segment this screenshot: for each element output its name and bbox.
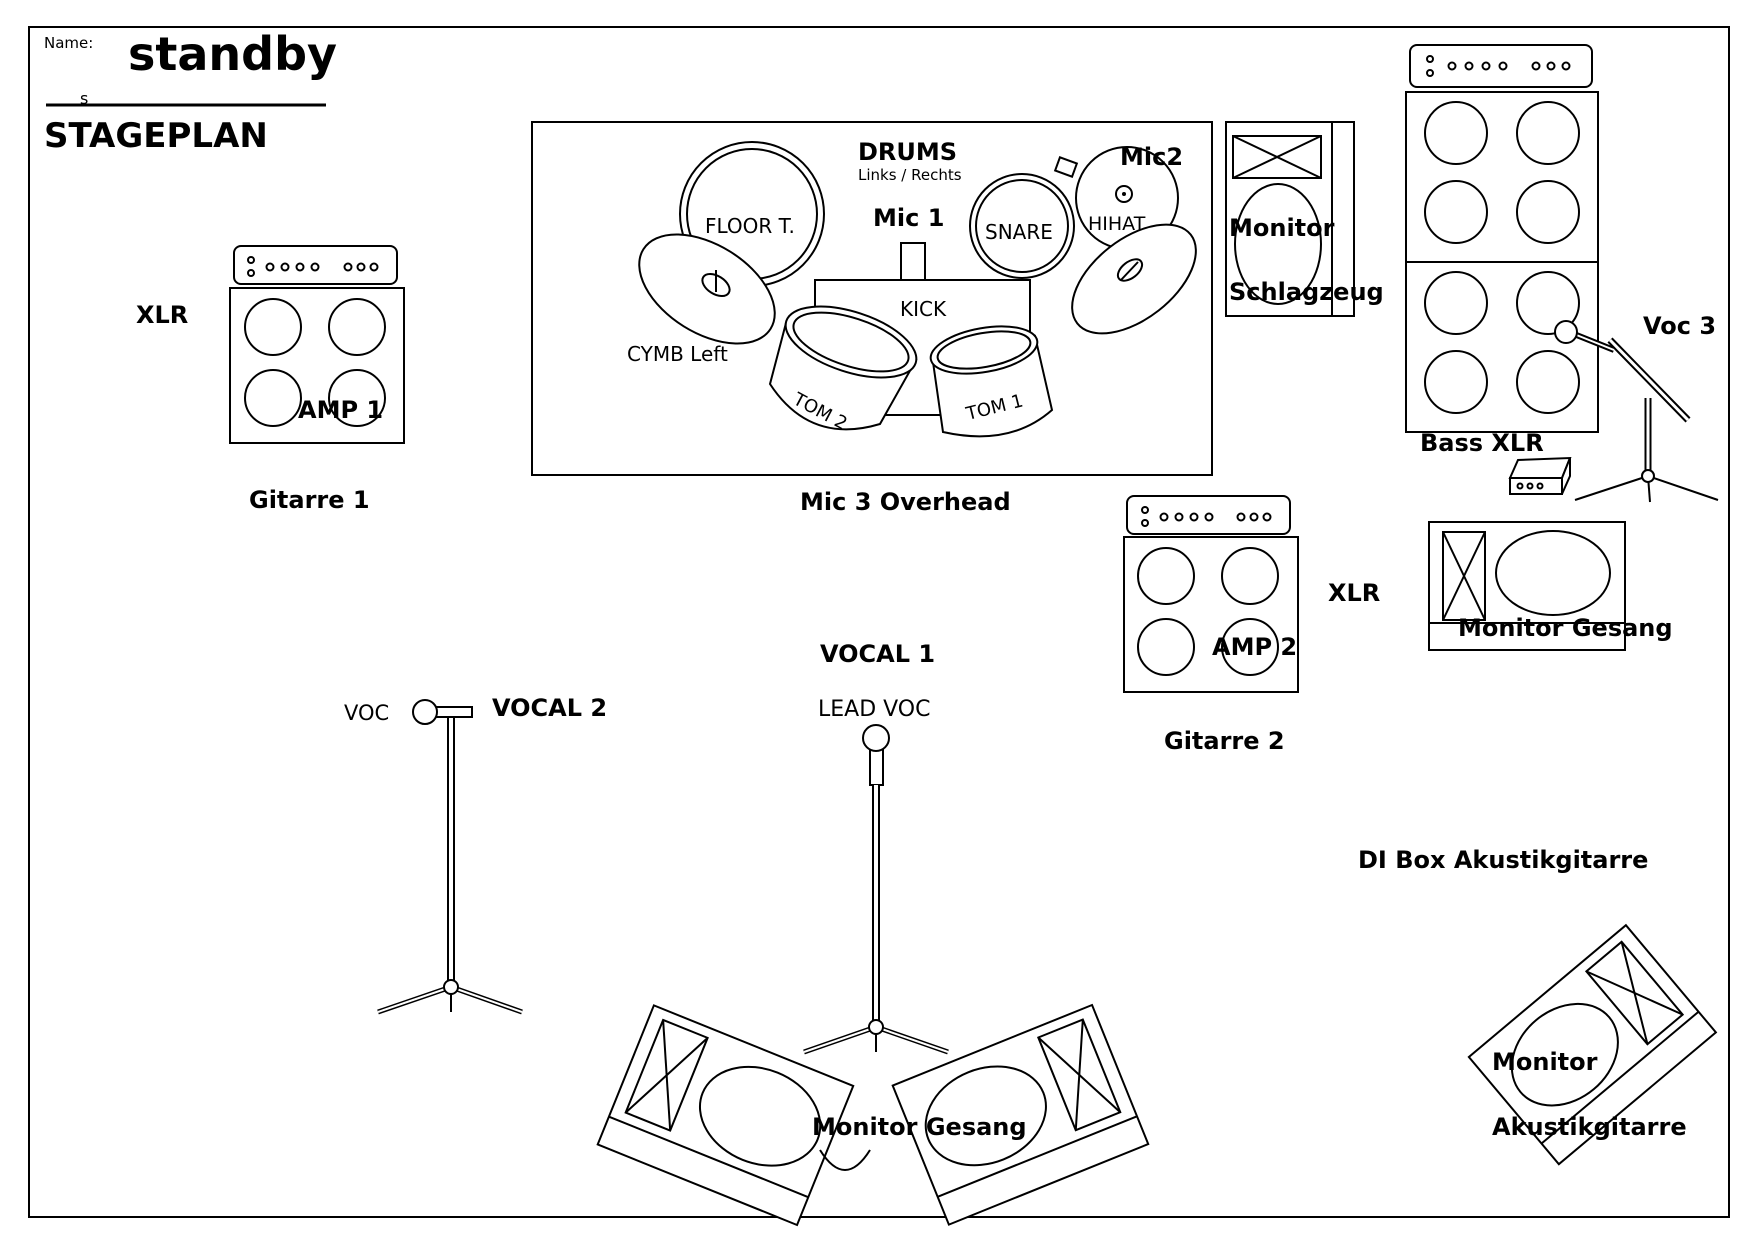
monitor-akustik	[1467, 923, 1718, 1166]
drum-monitor: Monitor Schlagzeug	[1225, 121, 1384, 317]
amp1-head	[233, 245, 398, 285]
hihat-label: HIHAT	[1088, 213, 1146, 235]
cymbal-right	[1071, 223, 1197, 335]
monitor-cable	[819, 1149, 871, 1171]
snare-label: SNARE	[985, 220, 1053, 244]
drums-title: DRUMS	[858, 138, 957, 166]
vocal2-label: VOCAL 2	[492, 694, 607, 722]
di-box-label: DI Box Akustikgitarre	[1358, 846, 1648, 874]
name-label: Name:	[44, 34, 93, 52]
voc3-mic-stand	[1554, 320, 1719, 503]
monitor-gesang-front-label: Monitor Gesang	[812, 1113, 1027, 1141]
bass-xlr-label: Bass XLR	[1420, 429, 1544, 457]
drums-subtitle: Links / Rechts	[858, 166, 962, 184]
bass-rig	[1405, 44, 1599, 433]
gitarre1-label: Gitarre 1	[249, 486, 370, 514]
vocal1-label: VOCAL 1	[820, 640, 935, 668]
amp1-label: AMP 1	[298, 396, 383, 424]
gitarre2-label: Gitarre 2	[1164, 727, 1285, 755]
bass-cab-top	[1405, 91, 1599, 263]
mic1-icon	[900, 242, 926, 282]
mic2-label: Mic2	[1120, 143, 1183, 171]
amp1-cabinet	[229, 287, 405, 444]
vocal2-small-label: VOC	[344, 701, 389, 725]
snare-drum: SNARE	[969, 173, 1075, 279]
stageplan-title: STAGEPLAN	[44, 116, 268, 156]
amp2-label: AMP 2	[1212, 633, 1297, 661]
monitor-gesang-right: Monitor Gesang	[1428, 521, 1673, 651]
monitor-akustik-label-1: Monitor	[1492, 1048, 1598, 1076]
drum-riser: DRUMS Links / Rechts FLOOR T. Mic 1 KICK…	[531, 121, 1213, 476]
cymbal-left-label: CYMB Left	[627, 342, 728, 366]
amp2-head	[1126, 495, 1291, 535]
hihat: HIHAT	[1053, 146, 1179, 250]
vocal2-mic-stand	[377, 699, 523, 1015]
bass-cab-bottom	[1405, 261, 1599, 433]
amp1-xlr-label: XLR	[136, 301, 188, 329]
monitor-akustik-label-2: Akustikgitarre	[1492, 1113, 1687, 1141]
amp2-xlr-label: XLR	[1328, 579, 1380, 607]
vocal1-small-label: LEAD VOC	[818, 697, 930, 722]
bass-di-box-icon	[1508, 456, 1572, 495]
amp-2: AMP 2	[1123, 495, 1299, 693]
amp-1: AMP 1	[229, 245, 405, 444]
floor-tom-label: FLOOR T.	[705, 214, 795, 238]
page-border	[28, 26, 1730, 1218]
kick-label: KICK	[900, 297, 947, 321]
drum-monitor-label-2: Schlagzeug	[1229, 278, 1384, 306]
monitor-gesang-front-left	[596, 1004, 855, 1227]
tom-1: TOM 1	[929, 325, 1054, 438]
voc3-label: Voc 3	[1643, 312, 1716, 340]
overhead-mic-label: Mic 3 Overhead	[800, 488, 1011, 516]
line-letter: s	[80, 89, 88, 108]
band-name: standby	[128, 27, 337, 81]
bass-head	[1409, 44, 1593, 88]
cymbal-left: CYMB Left	[627, 233, 776, 366]
mic1-label: Mic 1	[873, 204, 944, 232]
monitor-gesang-front-right	[891, 1003, 1150, 1226]
drum-monitor-label-1: Monitor	[1229, 214, 1335, 242]
monitor-gesang-right-label: Monitor Gesang	[1458, 614, 1673, 642]
amp2-cabinet	[1123, 536, 1299, 693]
vocal1-mic-stand	[803, 724, 949, 1055]
tom-2: TOM 2	[768, 305, 918, 435]
